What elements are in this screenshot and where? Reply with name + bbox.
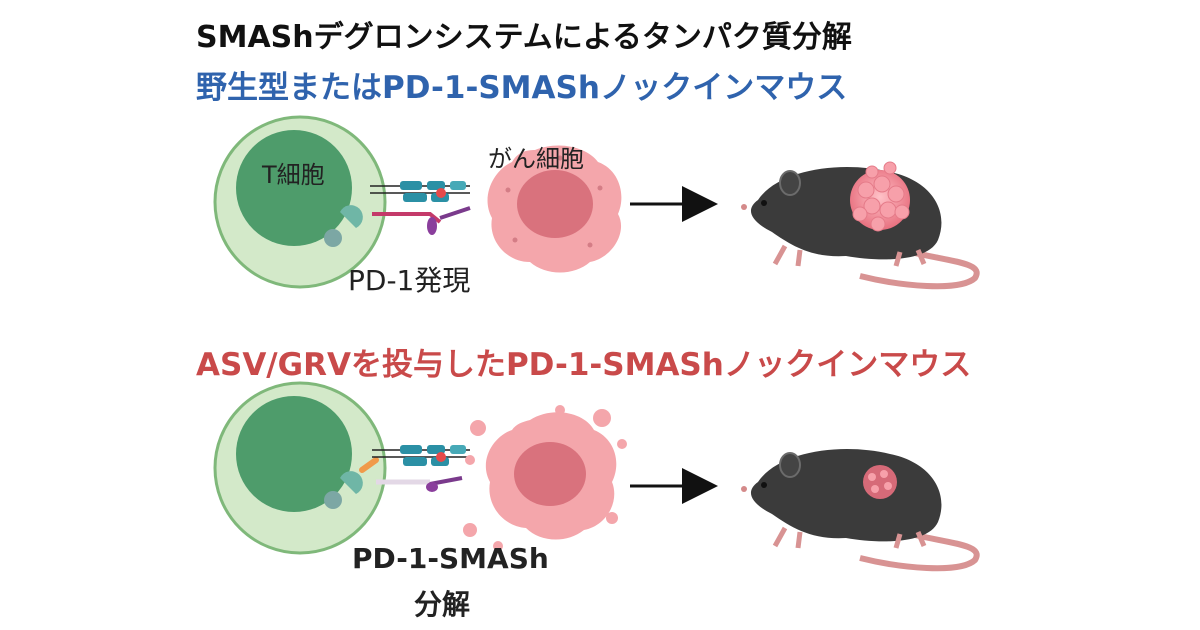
degradation-label-line2: 分解 <box>414 588 470 621</box>
wildtype-panel: T細胞 <box>213 115 980 297</box>
treated-panel-title: ASV/GRVを投与したPD-1-SMAShノックインマウス <box>196 347 972 383</box>
treated-panel: PD-1-SMASh 分解 <box>213 381 980 621</box>
smash-protease-icon-cleaving <box>324 457 379 509</box>
t-cell-bottom <box>213 381 387 555</box>
small-tumor <box>863 465 897 499</box>
pd1-pdl1-complex-bottom <box>372 445 470 492</box>
pd1-expression-label: PD-1発現 <box>348 264 470 297</box>
large-tumor <box>850 161 910 232</box>
cancer-cell-top: がん細胞 <box>487 145 622 273</box>
mouse-large-tumor <box>741 161 980 290</box>
figure-title: SMAShデグロンシステムによるタンパク質分解 <box>196 20 852 55</box>
smash-protease-icon <box>324 205 363 247</box>
wildtype-panel-title: 野生型またはPD-1-SMAShノックインマウス <box>196 70 848 106</box>
pd1-pdl1-complex-top <box>370 181 471 235</box>
mouse-small-tumor <box>741 449 980 572</box>
cancer-cell-label: がん細胞 <box>488 145 584 173</box>
t-cell-top: T細胞 <box>213 115 387 289</box>
cancer-cell-bottom-disrupted <box>463 405 627 551</box>
t-cell-label: T細胞 <box>261 161 325 189</box>
degradation-label-line1: PD-1-SMASh <box>352 542 549 575</box>
